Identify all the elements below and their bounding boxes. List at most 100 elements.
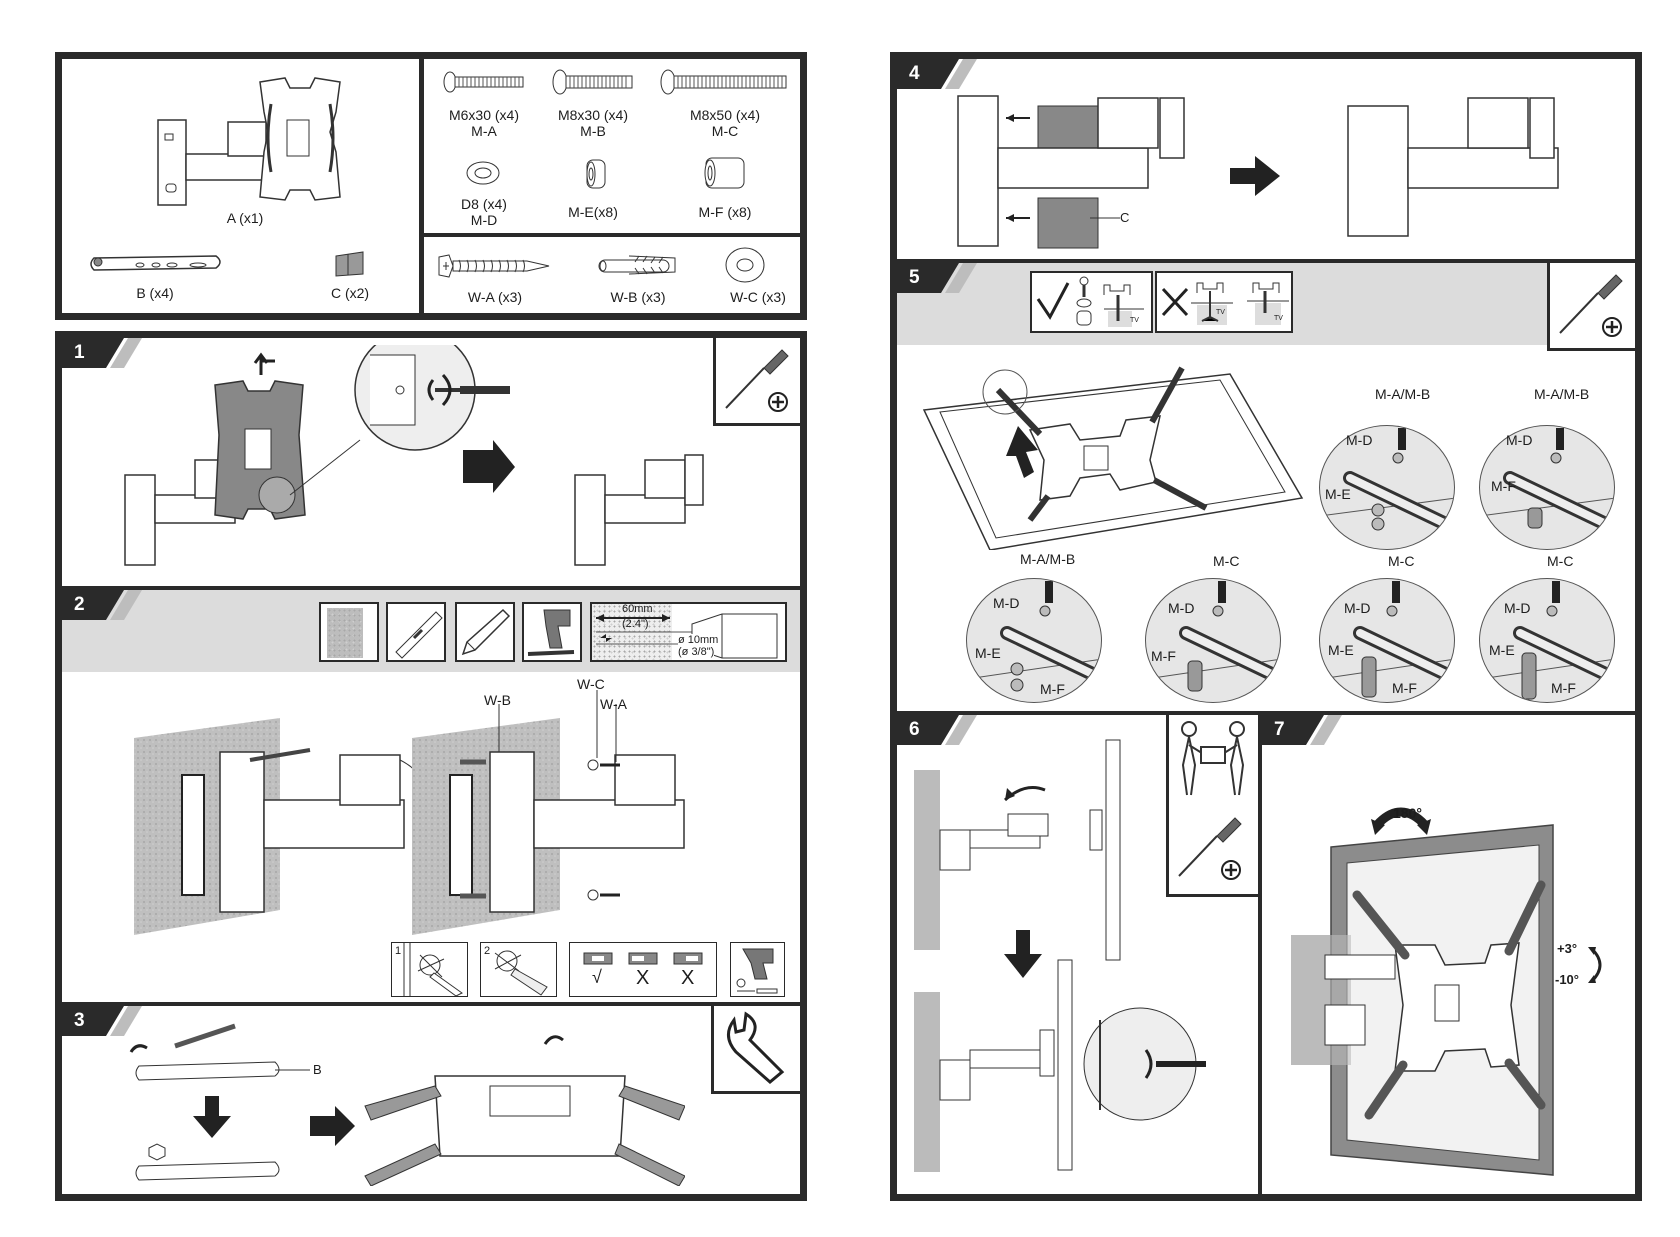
power-drill-substep [730, 942, 785, 997]
step-2-number: 2 [74, 594, 85, 615]
detail-3-washer-label: M-D [993, 595, 1020, 611]
screw-m-b-icon [552, 69, 634, 95]
detail-5-washer-label: M-D [1344, 600, 1371, 616]
two-person-lift-icon [1181, 721, 1245, 796]
step-1-tool-box [713, 338, 800, 426]
phillips-screwdriver-icon [1559, 274, 1623, 337]
detail-6-spacer2-label: M-F [1551, 680, 1576, 696]
step-6-number: 6 [909, 719, 920, 740]
screw-m-a-icon [443, 71, 525, 93]
substep-1-number: 1 [395, 945, 402, 957]
cover-c-label: C (x2) [330, 285, 370, 301]
mark-hole-substep-1: 1 [391, 942, 468, 997]
drill-hole-substep-2: 2 [480, 942, 557, 997]
incorrect-spacer-usage-icon: TV TV [1155, 271, 1293, 333]
step-1-number: 1 [74, 342, 85, 363]
step-3-number: 3 [74, 1010, 85, 1031]
two-person-lift-box [1166, 715, 1258, 805]
screw-m-c-size: M8x50 (x4) [689, 107, 761, 123]
screw-m-c-icon [660, 69, 790, 95]
screw-m-a-code: M-A [471, 123, 497, 139]
label-w-b: W-B [484, 692, 511, 708]
step-6-7-divider [1258, 715, 1262, 1194]
detail-2-screw-label: M-A/M-B [1534, 386, 1590, 402]
step-5-number: 5 [909, 267, 920, 288]
wall-screw-w-a-label: W-A (x3) [467, 289, 523, 305]
fastener-detail-3 [966, 578, 1102, 703]
correct-spacer-usage-icon: TV [1030, 271, 1153, 333]
wall-screw-w-a-icon [437, 253, 551, 279]
screw-m-b-size: M8x30 (x4) [557, 107, 629, 123]
detail-1-screw-label: M-A/M-B [1375, 386, 1431, 402]
tilt-up-label: +3° [1557, 941, 1578, 956]
detail-3-screw-label: M-A/M-B [1020, 551, 1076, 567]
spirit-level-icon [386, 602, 446, 662]
step-3-illustration [125, 1016, 685, 1186]
bracket-a-label: A (x1) [226, 210, 264, 226]
cover-c-illustration [333, 250, 367, 278]
phillips-screwdriver-icon [1178, 817, 1242, 880]
washer-m-d-size: D8 (x4) [461, 196, 507, 212]
spacer-m-e-label: M-E(x8) [568, 204, 618, 220]
step-7-number: 7 [1274, 719, 1285, 740]
wrench-icon [727, 1011, 785, 1084]
step-6-tool-box [1166, 802, 1258, 897]
detail-4-spacer1-label: M-F [1151, 648, 1176, 664]
step-5-divider [897, 711, 1635, 715]
wall-washer-w-c-label: W-C (x3) [730, 289, 786, 305]
detail-3-spacer1-label: M-E [975, 645, 1001, 661]
level-check-substep: √ X X [569, 942, 717, 997]
detail-6-washer-label: M-D [1504, 600, 1531, 616]
detail-5-spacer2-label: M-F [1392, 680, 1417, 696]
step-3-tool-box [711, 1006, 800, 1094]
detail-1-spacer-label: M-E [1325, 486, 1351, 502]
step-2-divider [62, 1002, 800, 1006]
fastener-detail-6 [1479, 578, 1615, 703]
step-4-part-c-label: C [1120, 210, 1130, 225]
spacer-m-e-icon [582, 158, 608, 190]
level-bad-mark-1: X [636, 967, 650, 989]
fastener-detail-2 [1479, 425, 1615, 550]
bracket-a-illustration [150, 72, 350, 212]
screw-m-a-size: M6x30 (x4) [448, 107, 520, 123]
phillips-screwdriver-icon [725, 349, 789, 412]
drill-diameter-imperial-label: (ø 3/8") [678, 646, 715, 658]
spacer-m-f-label: M-F (x8) [698, 204, 752, 220]
fastener-detail-4 [1145, 578, 1281, 703]
step-2-illustration [130, 690, 770, 940]
parts-divider-vertical [419, 52, 424, 320]
detail-2-spacer-label: M-F [1491, 478, 1516, 494]
detail-5-spacer1-label: M-E [1328, 642, 1354, 658]
screw-m-c-code: M-C [711, 123, 739, 139]
level-ok-mark: √ [592, 967, 602, 987]
step-7-tab: 7 [1262, 715, 1342, 745]
tilt-arrow-icon [1588, 945, 1608, 985]
step-3-tab: 3 [62, 1006, 142, 1036]
step-2-tab: 2 [62, 590, 142, 620]
washer-m-d-icon [465, 160, 501, 186]
arm-b-illustration [88, 250, 228, 276]
detail-4-screw-label: M-C [1213, 553, 1240, 569]
wall-plug-w-b-icon [595, 252, 679, 278]
detail-2-washer-label: M-D [1506, 432, 1533, 448]
label-w-a: W-A [600, 696, 627, 712]
step-5-tool-box [1547, 263, 1635, 351]
screw-m-b-code: M-B [580, 123, 606, 139]
drill-depth-label: 60mm [622, 603, 653, 615]
wall-type-icon [319, 602, 379, 662]
substep-2-number: 2 [484, 945, 491, 957]
detail-6-screw-label: M-C [1547, 553, 1574, 569]
step-4-tab: 4 [897, 59, 977, 89]
step-3-part-b-label: B [313, 1062, 322, 1077]
step-1-illustration [115, 345, 735, 575]
step-4-number: 4 [909, 63, 920, 84]
tilt-down-label: -10° [1555, 972, 1579, 987]
step-5-tab: 5 [897, 263, 977, 293]
drill-depth-imperial-label: (2.4") [622, 618, 649, 630]
detail-3-spacer2-label: M-F [1040, 681, 1065, 697]
step-6-illustration [910, 730, 1250, 1180]
detail-1-washer-label: M-D [1346, 432, 1373, 448]
step-1-divider [62, 586, 800, 590]
step-4-divider [897, 259, 1635, 263]
level-bad-mark-2: X [681, 967, 695, 989]
